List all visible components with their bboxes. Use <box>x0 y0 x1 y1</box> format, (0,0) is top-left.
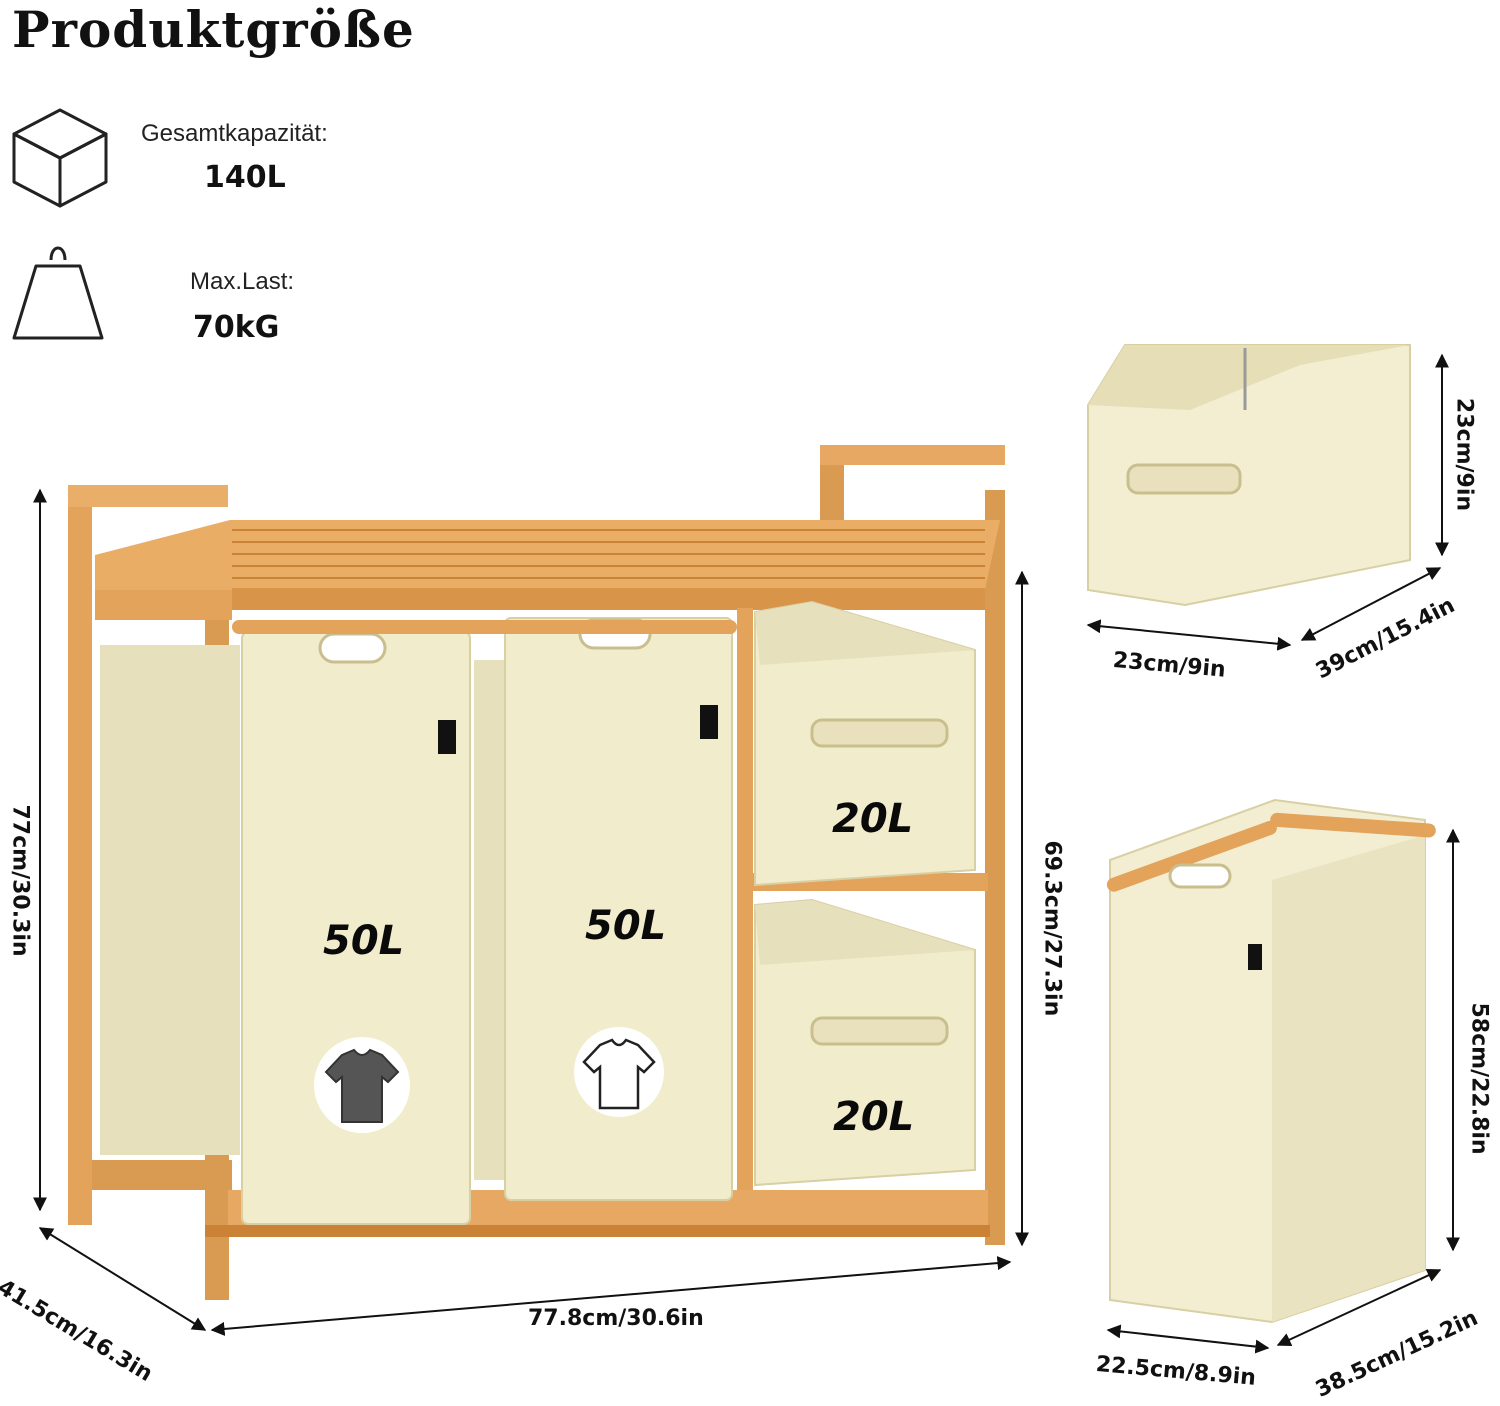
weight-icon <box>12 246 104 340</box>
bag-right-volume: 50L <box>585 903 667 949</box>
page-title: Produktgröße <box>12 0 415 59</box>
box-top-volume: 20L <box>832 796 914 842</box>
load-label: Max.Last: <box>190 268 295 295</box>
box-height-label: 23cm/9in <box>1451 397 1477 512</box>
height-total-label: 77cm/30.3in <box>7 804 33 957</box>
bag-height-label: 58cm/22.8in <box>1466 1002 1492 1155</box>
height-inner-label: 69.3cm/27.3in <box>1039 840 1065 1017</box>
dark-shirt-icon <box>324 1048 400 1123</box>
width-label: 77.8cm/30.6in <box>528 1306 704 1331</box>
bag-left-volume: 50L <box>323 918 405 964</box>
white-shirt-icon <box>582 1038 656 1110</box>
capacity-label: Gesamtkapazität: <box>141 120 328 147</box>
load-value: 70kG <box>193 310 280 345</box>
cube-icon <box>12 108 108 208</box>
capacity-value: 140L <box>204 160 286 195</box>
box-bottom-volume: 20L <box>833 1094 915 1140</box>
